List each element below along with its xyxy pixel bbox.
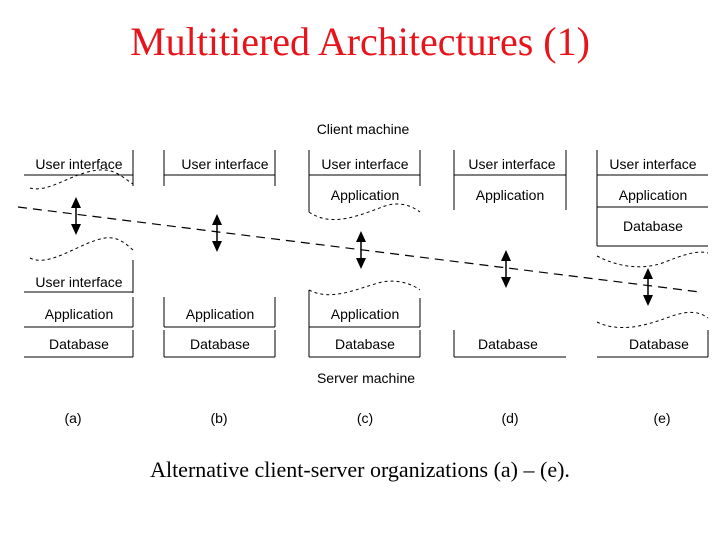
tier-label: User interface [609,156,696,172]
tier-label: User interface [181,156,268,172]
split-curve [596,311,709,329]
split-curve [308,203,421,220]
tier-label: Database [335,336,395,352]
column-label: (d) [501,410,518,426]
tier-separator [163,297,276,358]
tier-separator [596,150,708,247]
tier-label: Database [629,336,689,352]
column-label: (b) [210,410,227,426]
tier-label: Database [623,218,683,234]
tier-label: Application [476,187,545,203]
tier-label: Database [49,336,109,352]
communication-arrow [643,268,653,306]
column-e: User interface Application Database Data… [596,150,709,426]
column-b: User interface Application Database (b) [163,150,276,426]
slide-title: Multitiered Architectures (1) [130,19,590,64]
tier-label: Database [190,336,250,352]
communication-arrow [71,197,81,235]
tier-label: User interface [468,156,555,172]
split-curve [29,169,134,190]
communication-arrow [356,231,366,269]
column-c: User interface Application Application D… [308,150,421,426]
network-boundary-line [17,206,701,293]
client-machine-label: Client machine [317,121,410,137]
communication-arrow [212,214,222,252]
tier-separator [597,330,709,358]
tier-label: Application [619,187,688,203]
column-label: (a) [64,410,81,426]
tier-label: Application [331,187,400,203]
server-machine-label: Server machine [317,370,415,386]
split-curve [308,280,421,296]
tier-separator [308,290,421,358]
tier-separator [453,150,567,210]
tier-label: Database [478,336,538,352]
tier-separator [453,330,566,358]
tier-label: User interface [321,156,408,172]
tier-label: Application [186,306,255,322]
column-d: User interface Application Database (d) [453,150,567,426]
split-curve [596,251,709,268]
tier-label: Application [45,306,114,322]
tier-separator [308,150,421,212]
column-a: User interface User interface Applicatio… [24,150,134,426]
tier-label: Application [331,306,400,322]
tier-separator [24,260,134,358]
figure-caption: Alternative client-server organizations … [150,457,570,482]
column-label: (c) [357,410,373,426]
tier-label: User interface [35,274,122,290]
column-label: (e) [653,410,670,426]
tier-separator [163,150,276,186]
tier-label: User interface [35,156,122,172]
split-curve [29,237,134,261]
communication-arrow [501,250,511,288]
